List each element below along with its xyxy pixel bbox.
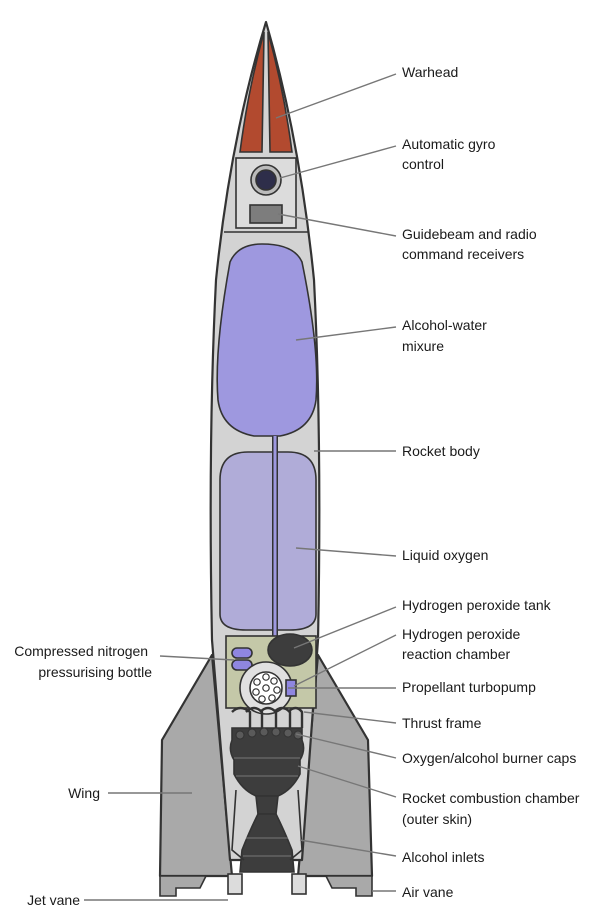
thrust-frame <box>231 706 304 728</box>
nitrogen-bottle-2 <box>231 659 253 671</box>
label-alcohol-inlets: Alcohol inlets <box>402 849 485 865</box>
right-wing-notch <box>324 875 373 897</box>
exhaust-nozzle <box>239 813 295 873</box>
turbopump-blades <box>252 673 281 703</box>
combustion-chamber <box>229 727 305 873</box>
alcohol-inlets <box>231 789 303 861</box>
label-h2o2-tank: Hydrogen peroxide tank <box>402 597 552 613</box>
label-combustion-chamber: Rocket combustion chamber (outer skin) <box>402 790 583 827</box>
chamber-throat <box>255 795 279 815</box>
liquid-oxygen-tank <box>219 451 317 631</box>
warhead-right-half <box>267 31 293 153</box>
label-jet-vane: Jet vane <box>27 892 80 908</box>
label-warhead: Warhead <box>402 64 458 80</box>
label-alcohol: Alcohol-water mixure <box>402 317 491 354</box>
label-turbopump: Propellant turbopump <box>402 679 536 695</box>
label-burner-caps: Oxygen/alcohol burner caps <box>402 750 576 766</box>
alcohol-tank <box>216 243 318 437</box>
label-guidebeam: Guidebeam and radio command receivers <box>402 226 541 262</box>
label-h2o2-chamber: Hydrogen peroxide reaction chamber <box>402 626 524 662</box>
jet-vane-left <box>227 873 243 895</box>
nitrogen-bottle-1 <box>231 647 253 659</box>
left-wing-notch <box>159 875 208 897</box>
gyro-inner-disc <box>255 169 277 191</box>
receiver-box <box>249 204 283 224</box>
labels: Warhead Automatic gyro control Guidebeam… <box>14 64 583 908</box>
label-air-vane: Air vane <box>402 884 454 900</box>
turbopump <box>239 661 297 715</box>
label-wing: Wing <box>68 785 100 801</box>
label-nitrogen: Compressed nitrogen pressurising bottle <box>14 643 152 680</box>
warhead-left-half <box>239 31 265 153</box>
hydrogen-peroxide-tank <box>267 633 313 667</box>
label-gyro: Automatic gyro control <box>402 136 499 172</box>
leader-lines <box>84 73 397 901</box>
guidance-compartment <box>224 157 308 233</box>
jet-vane-right <box>291 873 307 895</box>
warhead <box>239 31 293 153</box>
label-rocket-body: Rocket body <box>402 443 480 459</box>
label-thrust-frame: Thrust frame <box>402 715 482 731</box>
label-liquid-oxygen: Liquid oxygen <box>402 547 488 563</box>
nitrogen-bottles <box>231 647 253 671</box>
jet-vanes <box>227 873 307 895</box>
